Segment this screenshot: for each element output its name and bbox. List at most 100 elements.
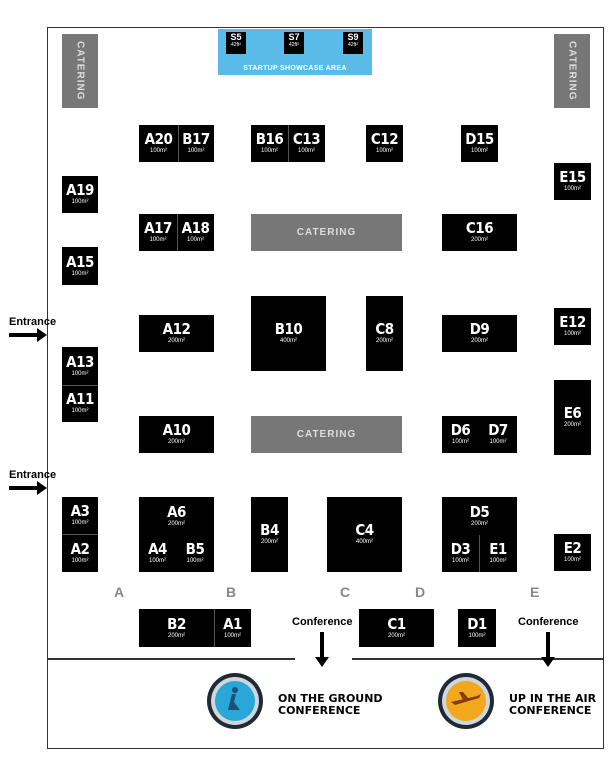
stand-size: 42ft² (347, 42, 358, 48)
booth-size: 100m² (563, 186, 581, 192)
stand-s5[interactable]: S5 42ft² (226, 32, 246, 54)
column-letter-b: B (226, 584, 237, 600)
booth-code: D3 (450, 540, 471, 558)
catering-left[interactable]: CATERING (62, 34, 98, 108)
booth-code: E12 (559, 313, 586, 331)
booth-size: 100m² (71, 408, 89, 414)
column-letter-a: A (114, 584, 125, 600)
booth-size: 100m² (71, 557, 89, 564)
stand-size: 42ft² (230, 42, 241, 48)
conference-divider-right (352, 658, 604, 660)
booth-size: 100m² (563, 557, 581, 563)
booth-code: A1 (223, 614, 242, 633)
booth-size: 400m² (355, 539, 373, 545)
booth-size: 200m² (260, 539, 278, 545)
column-letter-c: C (340, 584, 351, 600)
booth-code: A11 (66, 390, 94, 408)
catering-right[interactable]: CATERING (554, 34, 590, 108)
booth-code: A2 (70, 539, 90, 558)
conference-divider-left (47, 658, 295, 660)
booth-code: E15 (559, 168, 586, 186)
startup-showcase-area[interactable]: S5 42ft² S7 42ft² S9 42ft² STARTUP SHOWC… (218, 29, 372, 75)
catering-center-bottom[interactable]: CATERING (251, 416, 402, 453)
on-the-ground-line2: CONFERENCE (278, 704, 361, 717)
catering-label: CATERING (74, 41, 86, 101)
booth-code: B5 (185, 540, 205, 558)
booth-code: C8 (375, 320, 394, 338)
booth-size: 200m² (563, 422, 581, 428)
booth-code: A17 (144, 219, 172, 237)
booth-separator (178, 125, 179, 162)
column-letter-d: D (415, 584, 426, 600)
booth-size: 100m² (223, 632, 241, 639)
conference-arrow-left (315, 632, 329, 667)
booth-code: B16 (255, 130, 284, 148)
booth-code: A13 (66, 352, 94, 371)
booth-size: 100m² (489, 439, 507, 445)
stand-code: S9 (347, 32, 359, 42)
booth-size: 200m² (375, 338, 393, 344)
catering-center-top[interactable]: CATERING (251, 214, 402, 251)
booth-separator (214, 609, 215, 647)
booth-code: D15 (465, 130, 494, 148)
on-the-ground-title: ON THE GROUND CONFERENCE (278, 693, 383, 717)
booth-size: 200m² (470, 520, 488, 527)
stand-code: S7 (288, 32, 300, 42)
stand-s9[interactable]: S9 42ft² (343, 32, 363, 54)
booth-size: 100m² (71, 520, 89, 526)
up-in-the-air-line1: UP IN THE AIR (509, 692, 597, 705)
catering-label: CATERING (566, 41, 578, 101)
booth-code: D9 (469, 320, 490, 338)
stand-s7[interactable]: S7 42ft² (284, 32, 304, 54)
booth-size: 100m² (148, 558, 166, 564)
on-the-ground-line1: ON THE GROUND (278, 692, 383, 705)
booth-size: 100m² (71, 270, 89, 277)
booth-size: 200m² (167, 520, 185, 527)
booth-size: 200m² (167, 439, 185, 445)
entrance-label-bottom: Entrance (9, 469, 57, 481)
entrance-arrow-bottom (9, 481, 47, 495)
booth-code: C16 (465, 219, 494, 237)
booth-size: 200m² (470, 237, 488, 243)
booth-code: A18 (181, 219, 210, 237)
on-the-ground-badge-icon (207, 673, 263, 729)
